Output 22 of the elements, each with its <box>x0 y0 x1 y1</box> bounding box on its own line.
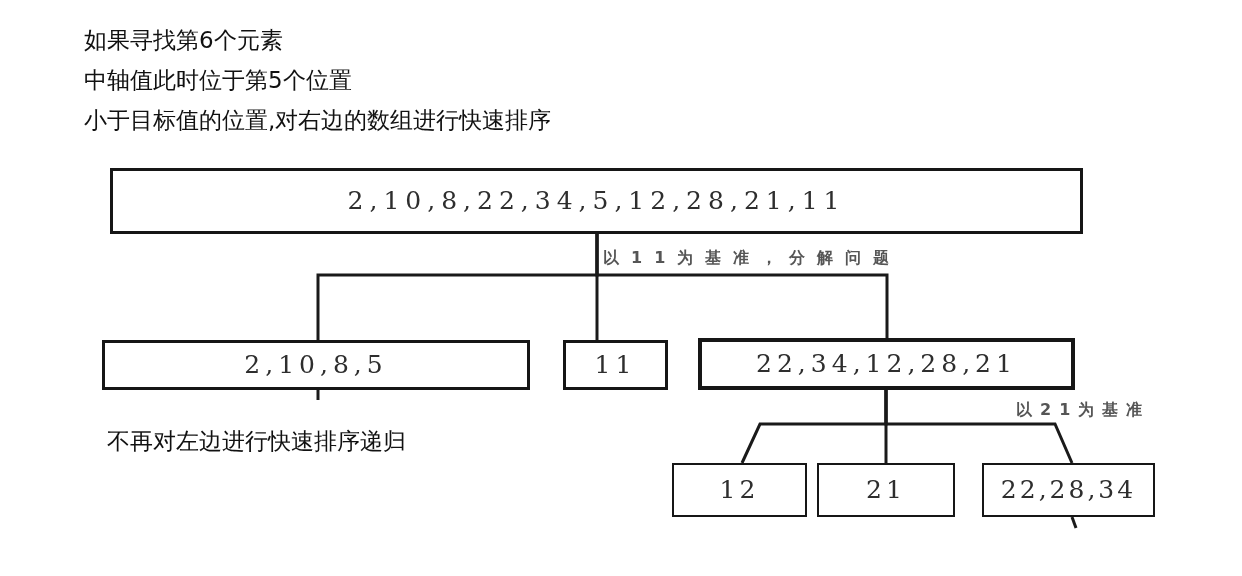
note-text: 如果寻找第6个元素 <box>84 26 283 55</box>
array-values: 11 <box>594 351 637 379</box>
connector-line <box>595 234 889 338</box>
array-box <box>817 463 955 517</box>
note-text: 中轴值此时位于第5个位置 <box>84 66 352 95</box>
connector-line <box>1070 516 1078 529</box>
array-box <box>672 463 807 517</box>
array-box <box>982 463 1155 517</box>
note-text: 不再对左边进行快速排序递归 <box>107 427 406 456</box>
array-values: 22,34,12,28,21 <box>756 350 1017 378</box>
array-values: 12 <box>719 476 760 504</box>
array-box <box>563 340 668 390</box>
array-box <box>698 338 1075 390</box>
array-values: 2,10,8,22,34,5,12,28,21,11 <box>347 187 846 215</box>
connector-line <box>884 390 1074 464</box>
array-values: 2,10,8,5 <box>244 351 388 379</box>
connector-line <box>316 390 320 400</box>
array-box <box>110 168 1083 234</box>
note-text: 小于目标值的位置,对右边的数组进行快速排序 <box>84 106 552 135</box>
array-values: 22,28,34 <box>1000 476 1137 504</box>
array-box <box>102 340 530 390</box>
array-values: 21 <box>866 476 906 504</box>
